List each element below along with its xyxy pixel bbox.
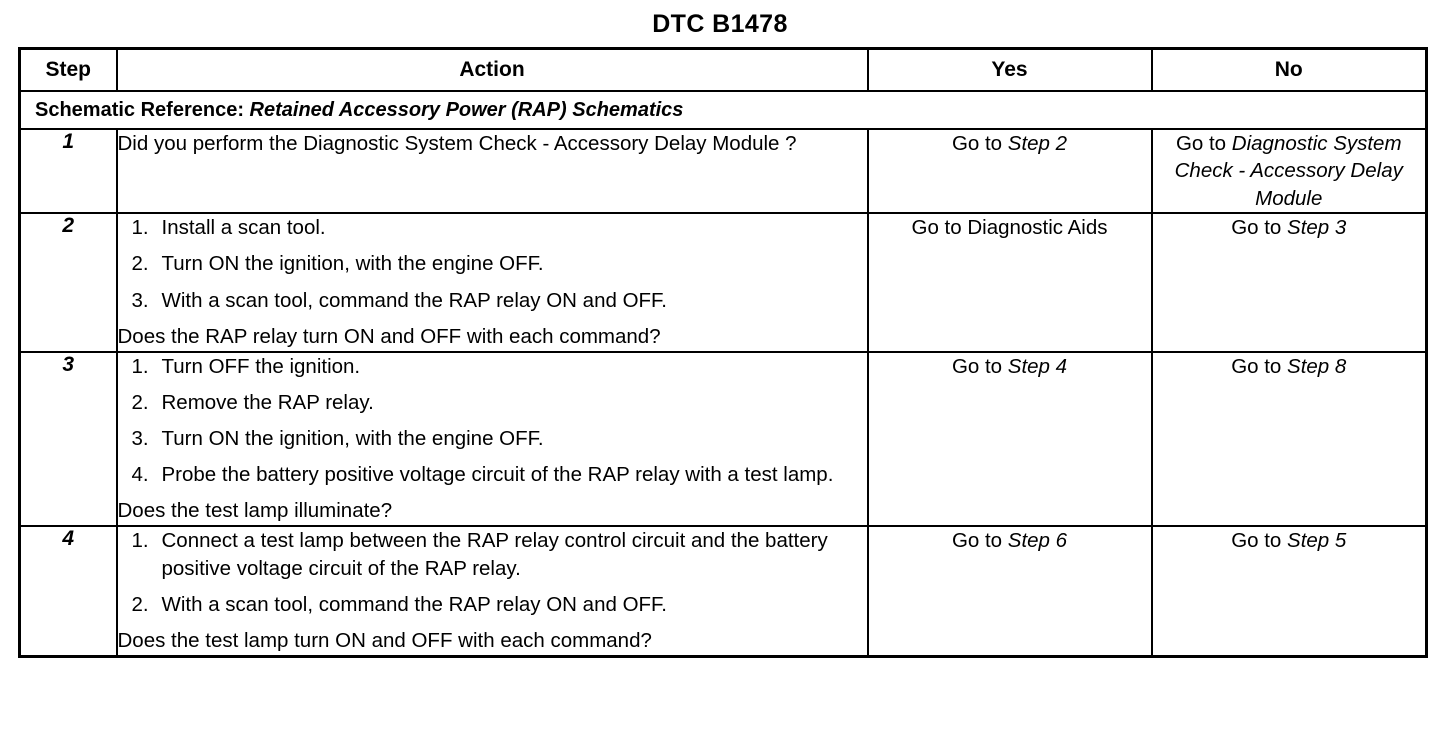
no-target: Step 3	[1287, 216, 1347, 240]
table-row: 1 Did you perform the Diagnostic System …	[18, 127, 1428, 215]
table-row: 3 Turn OFF the ignition. Remove the RAP …	[18, 350, 1428, 528]
list-item: Turn ON the ignition, with the engine OF…	[132, 425, 544, 453]
yes-prefix: Go to	[951, 354, 1008, 378]
yes-prefix: Go to Diagnostic Aids	[911, 216, 1108, 240]
column-header-no: No	[1150, 47, 1428, 92]
schematic-reference-cell: Schematic Reference: Retained Accessory …	[18, 90, 1428, 130]
table-row: 2 Install a scan tool. Turn ON the ignit…	[18, 212, 1428, 353]
list-item: Turn ON the ignition, with the engine OF…	[132, 250, 544, 278]
yes-cell: Go to Diagnostic Aids	[866, 212, 1153, 353]
substep-list: Install a scan tool. Turn ON the ignitio…	[118, 214, 867, 314]
yes-cell: Go to Step 2	[866, 127, 1153, 215]
list-item: With a scan tool, command the RAP relay …	[132, 591, 668, 619]
list-item: Connect a test lamp between the RAP rela…	[132, 527, 828, 581]
table-row: 4 Connect a test lamp between the RAP re…	[18, 525, 1428, 658]
step-number: 2	[18, 212, 118, 353]
yes-cell: Go to Step 6	[866, 525, 1153, 658]
no-prefix: Go to	[1231, 354, 1288, 378]
action-cell: Did you perform the Diagnostic System Ch…	[115, 127, 869, 215]
action-question: Does the test lamp turn ON and OFF with …	[117, 629, 652, 653]
list-item: Probe the battery positive voltage circu…	[132, 461, 834, 489]
list-item: Turn OFF the ignition.	[132, 353, 361, 381]
page-title: DTC B1478	[652, 10, 788, 38]
no-prefix: Go to	[1231, 216, 1288, 240]
no-cell: Go to Step 8	[1150, 350, 1428, 528]
column-header-yes: Yes	[866, 47, 1153, 92]
action-question: Does the test lamp illuminate?	[117, 499, 393, 523]
action-intro-text: Did you perform the Diagnostic System Ch…	[117, 132, 797, 155]
yes-prefix: Go to	[951, 132, 1008, 155]
table-header-row: Step Action Yes No	[18, 47, 1428, 92]
substep-list: Turn OFF the ignition. Remove the RAP re…	[118, 353, 867, 489]
action-cell: Connect a test lamp between the RAP rela…	[115, 525, 869, 658]
schematic-reference-value: Retained Accessory Power (RAP) Schematic…	[249, 98, 684, 121]
yes-target: Step 4	[1007, 354, 1068, 378]
action-cell: Install a scan tool. Turn ON the ignitio…	[115, 212, 869, 353]
step-number: 3	[18, 350, 118, 528]
diagnostic-procedure-table: Step Action Yes No Schematic Reference: …	[18, 47, 1428, 659]
schematic-reference-row: Schematic Reference: Retained Accessory …	[18, 90, 1428, 130]
no-cell: Go to Step 3	[1150, 212, 1428, 353]
no-cell: Go to Diagnostic System Check - Accessor…	[1150, 127, 1428, 215]
no-cell: Go to Step 5	[1150, 525, 1428, 658]
yes-cell: Go to Step 4	[866, 350, 1153, 528]
column-header-action: Action	[115, 47, 869, 92]
step-number: 1	[18, 127, 118, 215]
yes-prefix: Go to	[951, 529, 1008, 553]
step-number: 4	[18, 525, 118, 658]
yes-target: Step 2	[1007, 132, 1068, 155]
schematic-reference-label: Schematic Reference:	[35, 98, 244, 121]
no-target: Step 5	[1287, 529, 1347, 553]
list-item: Install a scan tool.	[132, 214, 326, 242]
no-prefix: Go to	[1175, 132, 1232, 155]
yes-target: Step 6	[1007, 529, 1068, 553]
no-target: Step 8	[1287, 354, 1347, 378]
column-header-step: Step	[18, 47, 118, 92]
no-target: Diagnostic System Check - Accessory Dela…	[1174, 132, 1403, 210]
substep-list: Connect a test lamp between the RAP rela…	[118, 527, 867, 619]
action-cell: Turn OFF the ignition. Remove the RAP re…	[115, 350, 869, 528]
list-item: Remove the RAP relay.	[132, 389, 374, 417]
list-item: With a scan tool, command the RAP relay …	[132, 287, 668, 315]
no-prefix: Go to	[1231, 529, 1288, 553]
action-question: Does the RAP relay turn ON and OFF with …	[117, 324, 661, 348]
